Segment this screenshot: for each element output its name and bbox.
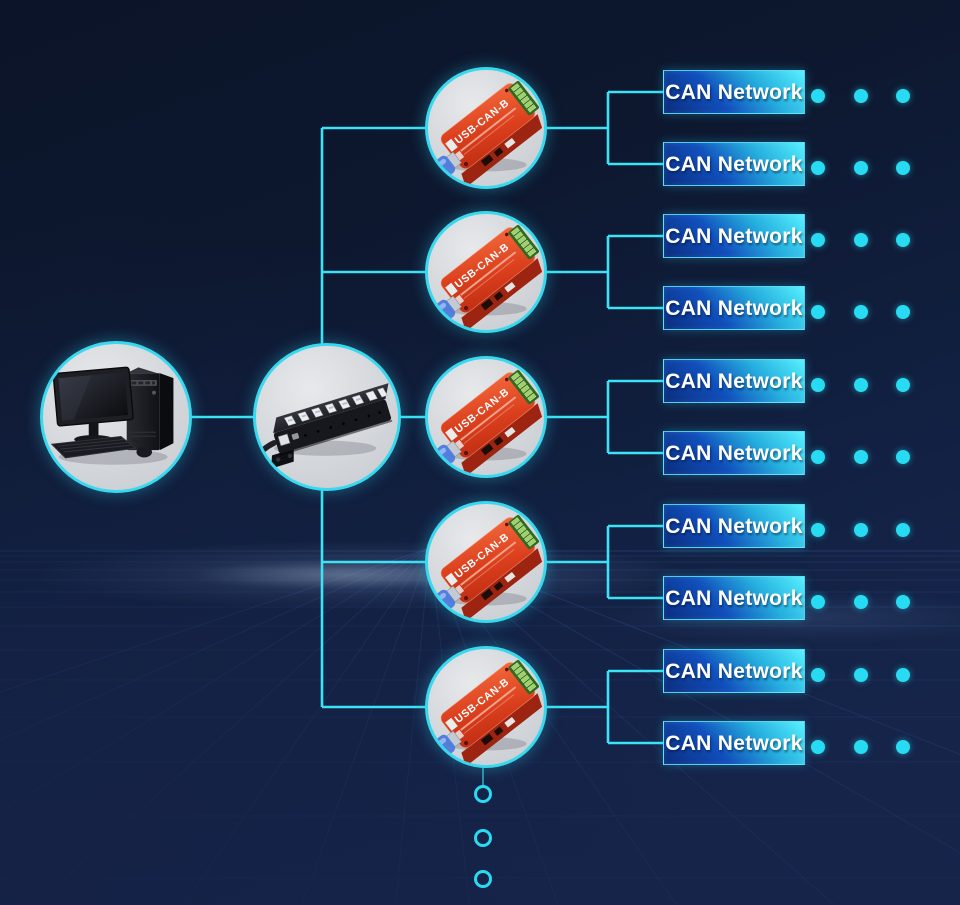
network-ellipsis-dot [811, 740, 825, 754]
usb-can-adapter-icon: USB-CAN-B [428, 224, 543, 330]
network-ellipsis-dot [854, 378, 868, 392]
usb-can-adapter-node: USB-CAN-B [425, 356, 547, 478]
can-network-label: CAN Network [665, 586, 803, 610]
network-ellipsis-dot [896, 523, 910, 537]
network-ellipsis-dot [854, 233, 868, 247]
can-network-box: CAN Network [663, 214, 805, 258]
can-network-label: CAN Network [665, 224, 803, 248]
can-network-label: CAN Network [665, 731, 803, 755]
usb-can-adapter-icon: USB-CAN-B [428, 80, 543, 186]
network-ellipsis-dot [854, 89, 868, 103]
can-network-box: CAN Network [663, 359, 805, 403]
can-network-box: CAN Network [663, 649, 805, 693]
host-computer-node [40, 341, 192, 493]
can-network-label: CAN Network [665, 152, 803, 176]
usb-can-adapter-node: USB-CAN-B [425, 501, 547, 623]
usb-can-adapter-node: USB-CAN-B [425, 646, 547, 768]
network-ellipsis-dot [854, 161, 868, 175]
can-network-box: CAN Network [663, 142, 805, 186]
network-ellipsis-dot [811, 595, 825, 609]
can-network-box: CAN Network [663, 70, 805, 114]
network-ellipsis-dot [811, 233, 825, 247]
network-ellipsis-dot [854, 305, 868, 319]
continuation-dot [474, 829, 492, 847]
network-ellipsis-dot [854, 668, 868, 682]
network-ellipsis-dot [854, 450, 868, 464]
network-ellipsis-dot [854, 740, 868, 754]
continuation-dot [474, 870, 492, 888]
usb-can-adapter-icon: USB-CAN-B [428, 369, 543, 475]
usb-can-adapter-icon: USB-CAN-B [428, 659, 543, 765]
continuation-dot [474, 785, 492, 803]
can-network-label: CAN Network [665, 296, 803, 320]
network-ellipsis-dot [896, 89, 910, 103]
can-network-box: CAN Network [663, 721, 805, 765]
computer-icon [50, 366, 174, 465]
network-ellipsis-dot [896, 161, 910, 175]
network-ellipsis-dot [896, 233, 910, 247]
usb-hub-node [253, 343, 401, 491]
network-ellipsis-dot [854, 595, 868, 609]
can-network-label: CAN Network [665, 514, 803, 538]
can-network-label: CAN Network [665, 659, 803, 683]
network-ellipsis-dot [854, 523, 868, 537]
can-network-label: CAN Network [665, 369, 803, 393]
usb-hub-icon [256, 383, 393, 469]
network-ellipsis-dot [896, 378, 910, 392]
network-ellipsis-dot [896, 305, 910, 319]
can-network-label: CAN Network [665, 80, 803, 104]
network-ellipsis-dot [896, 740, 910, 754]
network-ellipsis-dot [811, 668, 825, 682]
usb-can-adapter-node: USB-CAN-B [425, 67, 547, 189]
can-network-label: CAN Network [665, 441, 803, 465]
usb-can-adapter-node: USB-CAN-B [425, 211, 547, 333]
network-ellipsis-dot [811, 161, 825, 175]
can-network-box: CAN Network [663, 576, 805, 620]
network-ellipsis-dot [896, 450, 910, 464]
can-network-box: CAN Network [663, 431, 805, 475]
network-ellipsis-dot [811, 89, 825, 103]
network-ellipsis-dot [896, 668, 910, 682]
can-network-box: CAN Network [663, 504, 805, 548]
usb-can-adapter-icon: USB-CAN-B [428, 514, 543, 620]
network-ellipsis-dot [811, 378, 825, 392]
network-ellipsis-dot [811, 450, 825, 464]
can-network-box: CAN Network [663, 286, 805, 330]
network-ellipsis-dot [811, 523, 825, 537]
network-ellipsis-dot [896, 595, 910, 609]
network-ellipsis-dot [811, 305, 825, 319]
